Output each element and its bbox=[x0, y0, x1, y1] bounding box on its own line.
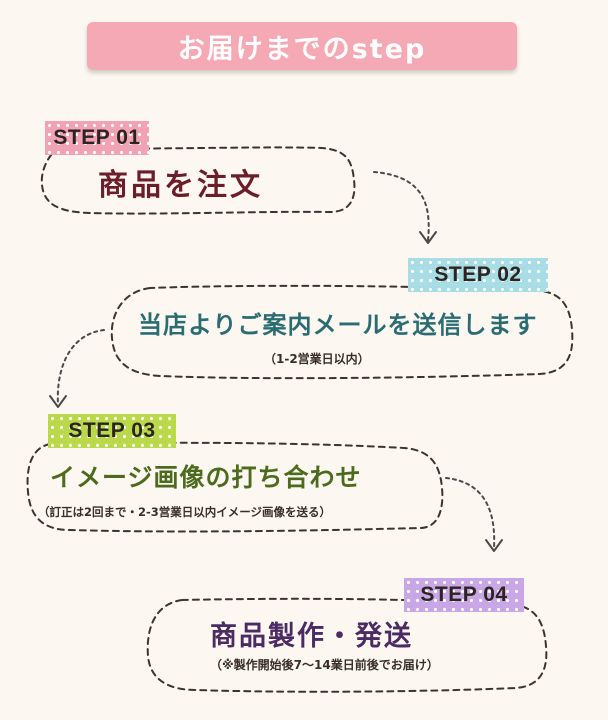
step1-title: 商品を注文 bbox=[98, 168, 263, 203]
arrowhead-1 bbox=[419, 231, 437, 244]
step4-title: 商品製作・発送 bbox=[210, 621, 413, 652]
arrowhead-2 bbox=[49, 395, 67, 408]
step2-title: 当店よりご案内メールを送信します bbox=[138, 311, 538, 339]
arrow-2-to-3 bbox=[56, 329, 105, 405]
step4-note: （※製作開始後7〜14業日前後でお届け） bbox=[210, 658, 439, 672]
step2-label: STEP 02 bbox=[408, 258, 548, 292]
arrow-1-to-2 bbox=[373, 171, 430, 241]
step3-label: STEP 03 bbox=[48, 414, 176, 448]
arrow-3-to-4 bbox=[445, 477, 496, 549]
step3-title: イメージ画像の打ち合わせ bbox=[50, 463, 362, 492]
step1-label-text: STEP 01 bbox=[53, 126, 141, 149]
page-title: お届けまでのstep bbox=[177, 33, 427, 65]
step3-label-text: STEP 03 bbox=[68, 419, 156, 442]
step4-label: STEP 04 bbox=[404, 578, 524, 612]
step3-note: （訂正は2回まで・2-3営業日以内イメージ画像を送る） bbox=[38, 505, 332, 519]
step2-note: （1-2営業日以内） bbox=[264, 352, 370, 366]
header-banner: お届けまでのstep bbox=[87, 22, 517, 70]
step1-label: STEP 01 bbox=[45, 121, 149, 155]
arrowhead-3 bbox=[485, 539, 503, 552]
step1-bubble bbox=[40, 146, 356, 215]
step4-bubble bbox=[146, 597, 548, 693]
step4-label-text: STEP 04 bbox=[420, 583, 508, 606]
step2-label-text: STEP 02 bbox=[434, 263, 522, 286]
